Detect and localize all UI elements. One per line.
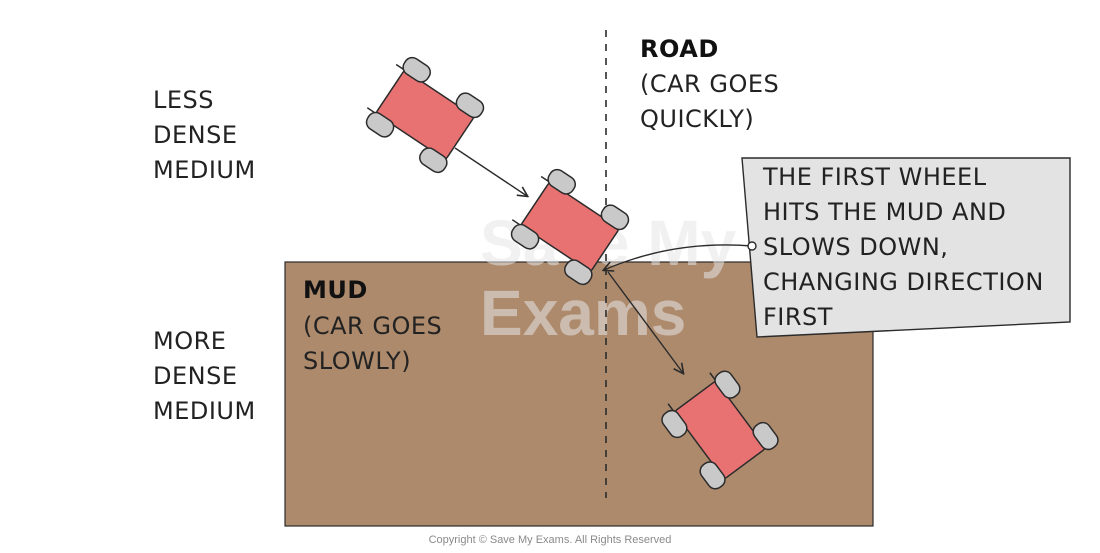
- mud-title: MUD: [303, 276, 368, 304]
- callout-pointer: [604, 244, 753, 270]
- copyright-text: Copyright © Save My Exams. All Rights Re…: [429, 534, 672, 546]
- less-dense-line-3: MEDIUM: [153, 156, 256, 184]
- mud-label: MUD (CAR GOES SLOWLY): [303, 276, 442, 375]
- callout-line-2: HITS THE MUD AND: [763, 198, 1006, 226]
- path-arrow-mud: [607, 271, 683, 373]
- mud-desc-line-1: (CAR GOES: [303, 312, 442, 340]
- more-dense-line-2: DENSE: [153, 362, 238, 390]
- less-dense-line-1: LESS: [153, 86, 214, 114]
- callout-line-5: FIRST: [763, 303, 833, 331]
- road-desc-line-1: (CAR GOES: [640, 70, 779, 98]
- more-dense-line-3: MEDIUM: [153, 397, 256, 425]
- callout-dot: [747, 241, 757, 251]
- road-desc-line-2: QUICKLY): [640, 105, 754, 133]
- mud-desc-line-2: SLOWLY): [303, 347, 411, 375]
- road-label: ROAD (CAR GOES QUICKLY): [640, 35, 779, 133]
- callout-line-4: CHANGING DIRECTION: [763, 268, 1044, 296]
- more-dense-label: MORE DENSE MEDIUM: [153, 327, 256, 425]
- road-title: ROAD: [640, 35, 719, 63]
- less-dense-line-2: DENSE: [153, 121, 238, 149]
- callout-line-1: THE FIRST WHEEL: [762, 163, 987, 191]
- callout-box: [741, 157, 1071, 338]
- callout-line-3: SLOWS DOWN,: [763, 233, 948, 261]
- path-arrow-road: [454, 147, 527, 196]
- less-dense-label: LESS DENSE MEDIUM: [153, 86, 256, 184]
- callout: THE FIRST WHEEL HITS THE MUD AND SLOWS D…: [604, 157, 1071, 338]
- more-dense-line-1: MORE: [153, 327, 226, 355]
- watermark-line-2: Exams: [480, 277, 686, 349]
